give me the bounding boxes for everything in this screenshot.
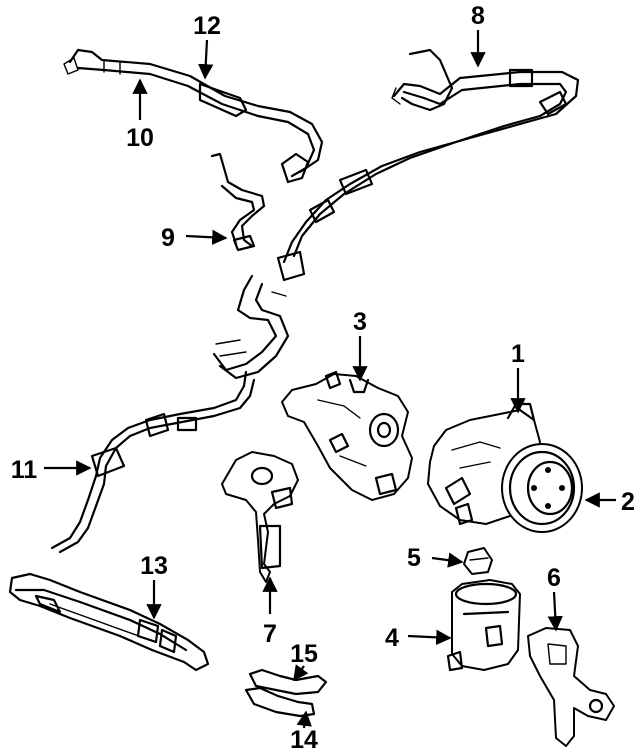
leader-12 [198,39,214,80]
callout-12: 12 [193,12,221,40]
callout-9: 9 [161,224,175,252]
callout-8: 8 [471,2,485,30]
leader-9 [185,229,228,245]
callout-13: 13 [140,552,168,580]
callout-11: 11 [11,456,38,484]
callout-7: 7 [263,620,277,648]
callout-14: 14 [290,726,318,754]
pressure-hose [276,48,580,282]
hose-clamp-set [244,668,328,718]
callout-6: 6 [547,564,561,592]
leader-5 [431,552,464,568]
fluid-reservoir [446,579,521,672]
pressure-line-assembly [50,274,290,554]
suction-hose [210,152,266,252]
callout-5: 5 [407,544,421,572]
callout-10: 10 [126,124,154,152]
leader-lines [44,30,616,729]
callout-1: 1 [511,340,525,368]
reservoir-bracket [527,627,615,747]
oil-cooler [8,572,210,672]
power-steering-pump [427,402,583,533]
leader-15 [293,664,309,682]
control-valve [221,451,299,583]
callout-15: 15 [290,640,318,668]
return-hose-assembly [63,48,324,184]
leader-14 [296,710,312,729]
leader-6 [547,591,563,632]
steering-pump-body [281,370,413,501]
callout-3: 3 [353,308,367,336]
callout-4: 4 [385,624,399,652]
leader-4 [407,629,452,646]
reservoir-cap [463,547,493,575]
callout-2: 2 [621,488,635,516]
callout-numbers: 8 12 10 9 3 1 2 11 5 6 4 7 13 15 14 [11,2,635,754]
